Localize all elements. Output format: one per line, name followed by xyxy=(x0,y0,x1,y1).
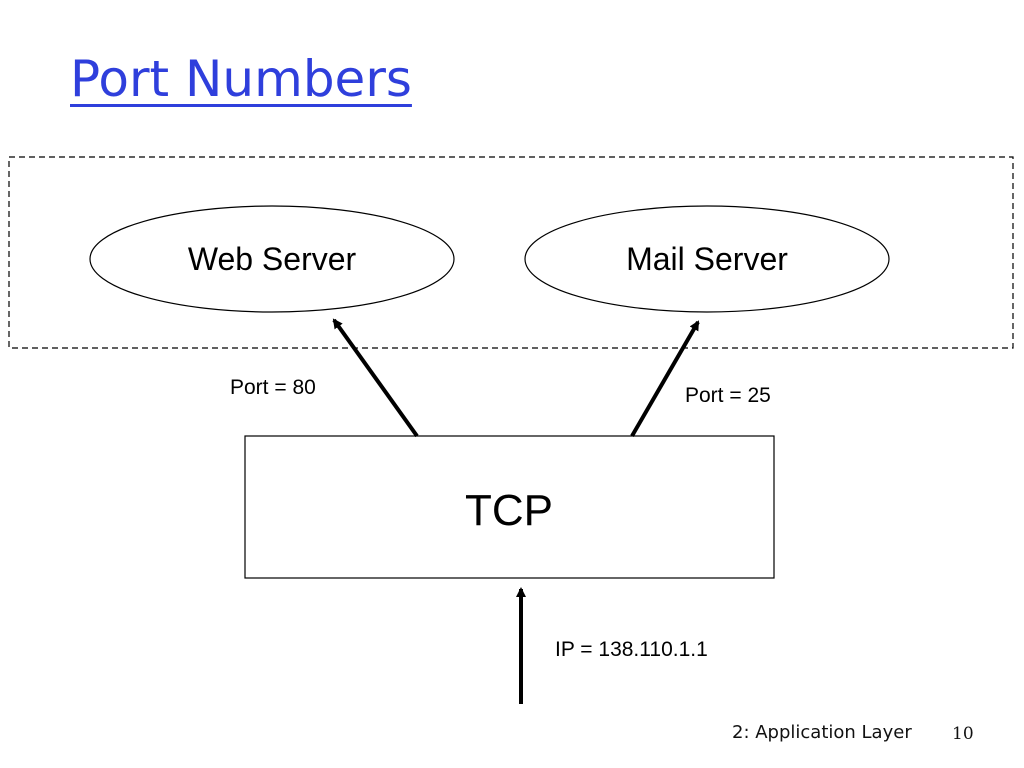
tcp-node: TCP xyxy=(244,435,775,579)
mail-port-label: Port = 25 xyxy=(685,384,771,407)
ip-address-label: IP = 138.110.1.1 xyxy=(555,638,708,661)
page-number: 10 xyxy=(952,724,974,744)
slide-title: Port Numbers xyxy=(70,50,412,108)
mail-server-node: Mail Server xyxy=(524,205,890,313)
web-server-label: Web Server xyxy=(188,241,357,277)
arrow-tcp-to-web-server xyxy=(332,318,419,438)
web-port-label: Port = 80 xyxy=(230,376,316,399)
arrow-tcp-to-mail-server xyxy=(630,320,700,438)
host-boundary xyxy=(8,156,1014,349)
mail-server-label: Mail Server xyxy=(626,241,788,277)
footer-chapter-label: 2: Application Layer xyxy=(732,722,912,743)
tcp-label: TCP xyxy=(465,486,553,535)
web-server-node: Web Server xyxy=(89,205,455,313)
